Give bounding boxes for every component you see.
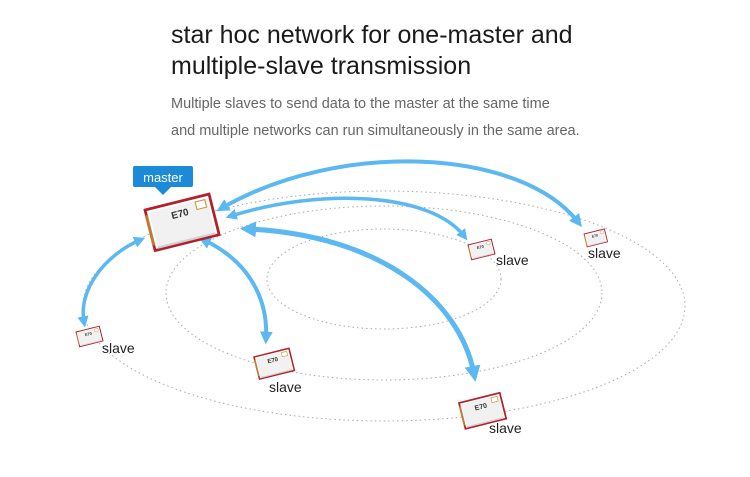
- page-title: star hoc network for one-master and mult…: [171, 20, 731, 82]
- master-module-label: E70: [170, 207, 190, 222]
- slave-module: E70: [583, 228, 609, 248]
- range-ring-inner: [266, 228, 502, 330]
- slave-module: E70: [252, 347, 296, 381]
- slave-label: slave: [489, 420, 522, 436]
- link-arrow-slave-bottom-middle: [198, 236, 273, 345]
- slave-module: E70: [466, 238, 496, 261]
- master-tag-label: master: [143, 170, 183, 185]
- slave-label: slave: [588, 245, 621, 261]
- subtitle-line-1: Multiple slaves to send data to the mast…: [171, 96, 550, 112]
- page-subtitle: Multiple slaves to send data to the mast…: [171, 91, 731, 145]
- link-arrow-slave-top-middle: [225, 196, 468, 241]
- master-tag: master: [133, 166, 193, 195]
- slave-module: E70: [74, 325, 104, 348]
- slave-module-label: E70: [591, 233, 598, 238]
- slave-module-label: E70: [474, 403, 488, 413]
- slave-module-label: E70: [267, 357, 279, 366]
- link-arrow-slave-top-right: [216, 159, 582, 228]
- title-line-2: multiple-slave transmission: [171, 52, 472, 80]
- slave-label: slave: [269, 379, 302, 395]
- slave-module-label: E70: [476, 243, 485, 250]
- link-arrow-slave-left: [77, 237, 146, 328]
- master-module: E70: [142, 192, 221, 253]
- title-line-1: star hoc network for one-master and: [171, 21, 573, 49]
- range-ring-middle: [165, 205, 603, 381]
- subtitle-line-2: and multiple networks can run simultaneo…: [171, 123, 580, 139]
- range-ring-outer: [82, 190, 686, 422]
- slave-label: slave: [102, 340, 135, 356]
- slave-module-label: E70: [84, 330, 93, 337]
- slave-module: E70: [457, 391, 508, 430]
- link-arrow-slave-bottom-right: [240, 221, 481, 382]
- slave-label: slave: [496, 252, 529, 268]
